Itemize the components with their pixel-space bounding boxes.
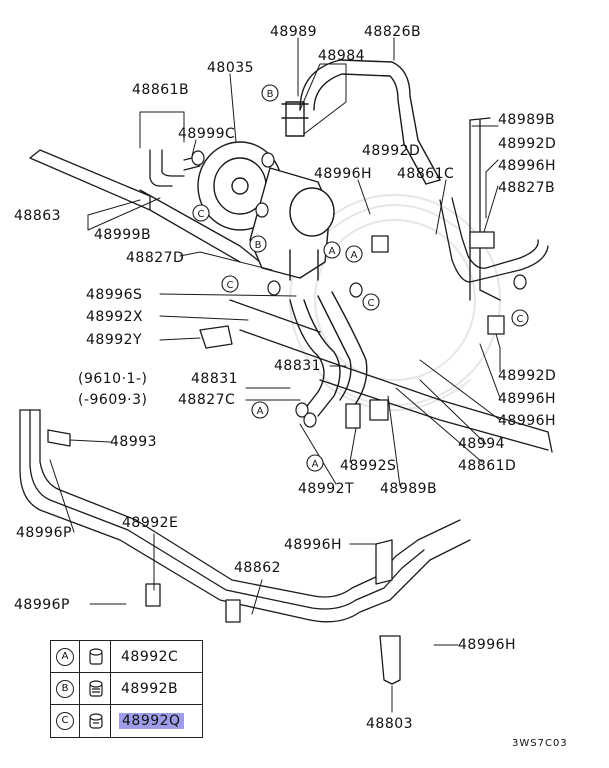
leader-lines <box>49 37 501 713</box>
part-label-48803: 48803 <box>366 716 414 732</box>
legend-part-cell: 48992Q <box>111 705 202 737</box>
part-label-48996H-r1: 48996H <box>498 158 557 174</box>
grommet-icon <box>89 648 103 665</box>
part-label-48862: 48862 <box>234 560 282 576</box>
part-label-48992S: 48992S <box>340 458 397 474</box>
pipe-48862 <box>19 409 471 623</box>
grommet-icon <box>89 680 103 697</box>
part-label-48996H-mid: 48996H <box>314 166 373 182</box>
part-label-48996P-a: 48996P <box>16 525 72 541</box>
part-label-48827C: 48827C <box>178 392 236 408</box>
part-label-48992X: 48992X <box>86 309 144 325</box>
part-label-48992E: 48992E <box>122 515 179 531</box>
part-label-48831-a: 48831 <box>274 358 322 374</box>
part-label-48993: 48993 <box>110 434 158 450</box>
grommets <box>191 150 527 428</box>
legend-letter-cell: B <box>51 673 80 705</box>
callout-A-4: A <box>312 459 319 470</box>
callout-legend-table: A 48992C B 48992B C 48992Q <box>50 640 203 738</box>
callout-letters: B C B C A A C C A A <box>198 89 524 470</box>
legend-part-b: 48992B <box>121 681 179 697</box>
part-label-48831-b: 48831 <box>191 371 239 387</box>
callout-B-1: B <box>267 89 274 100</box>
part-label-48992Y: 48992Y <box>86 332 143 348</box>
callout-C-3: C <box>368 298 375 309</box>
callout-C-2: C <box>227 280 234 291</box>
part-label-48992D-top: 48992D <box>498 136 557 152</box>
part-label-48863: 48863 <box>14 208 62 224</box>
callout-markers <box>192 84 529 472</box>
hose-48826B <box>299 59 441 185</box>
callout-C-1: C <box>198 209 205 220</box>
part-label-48996H-r3: 48996H <box>498 413 557 429</box>
legend-part-cell: 48992C <box>111 641 202 673</box>
callout-C-4: C <box>517 314 524 325</box>
diagram-code: 3WS7C03 <box>512 738 568 749</box>
part-label-48992T: 48992T <box>298 481 355 497</box>
part-label-48826B: 48826B <box>364 24 422 40</box>
legend-part-a: 48992C <box>121 649 179 665</box>
legend-part-cell: 48992B <box>111 673 202 705</box>
legend-grommet-cell <box>80 641 111 673</box>
legend-letter-cell: A <box>51 641 80 673</box>
grommet-icon <box>89 713 103 729</box>
legend-letter-cell: C <box>51 705 80 737</box>
hose-48831 <box>289 291 368 417</box>
part-label-48989: 48989 <box>270 24 318 40</box>
legend-grommet-cell <box>80 673 111 705</box>
legend-grommet-cell <box>80 705 111 737</box>
callout-A-3: A <box>257 406 264 417</box>
part-label-48992D-mid: 48992D <box>362 143 421 159</box>
date-range-1: (9610·1-) <box>78 371 148 387</box>
legend-letter-c: C <box>56 712 74 730</box>
legend-part-c-highlighted: 48992Q <box>119 713 184 729</box>
part-label-48996S: 48996S <box>86 287 143 303</box>
part-label-48989B-bot: 48989B <box>380 481 438 497</box>
part-label-48996H-c: 48996H <box>458 637 517 653</box>
part-label-48861D: 48861D <box>458 458 517 474</box>
part-label-48996P-b: 48996P <box>14 597 70 613</box>
legend-letter-b: B <box>56 680 74 698</box>
part-label-48994: 48994 <box>458 436 506 452</box>
date-range-2: (-9609·3) <box>78 392 148 408</box>
part-label-48984: 48984 <box>318 48 366 64</box>
part-label-48999C: 48999C <box>178 126 236 142</box>
part-label-48827D: 48827D <box>126 250 185 266</box>
part-label-48996H-b: 48996H <box>284 537 343 553</box>
part-label-48999B: 48999B <box>94 227 152 243</box>
part-label-48827B: 48827B <box>498 180 556 196</box>
part-label-48996H-r2: 48996H <box>498 391 557 407</box>
part-label-48035: 48035 <box>207 60 255 76</box>
callout-A-1: A <box>329 246 336 257</box>
callout-B-2: B <box>255 240 262 251</box>
callout-A-2: A <box>351 250 358 261</box>
hardware <box>47 231 505 685</box>
legend-letter-a: A <box>56 648 74 666</box>
hose-48827B <box>439 117 549 301</box>
part-label-48989B-top: 48989B <box>498 112 556 128</box>
part-label-48992D-r2: 48992D <box>498 368 557 384</box>
part-label-48861B: 48861B <box>132 82 190 98</box>
part-label-48861C: 48861C <box>397 166 455 182</box>
